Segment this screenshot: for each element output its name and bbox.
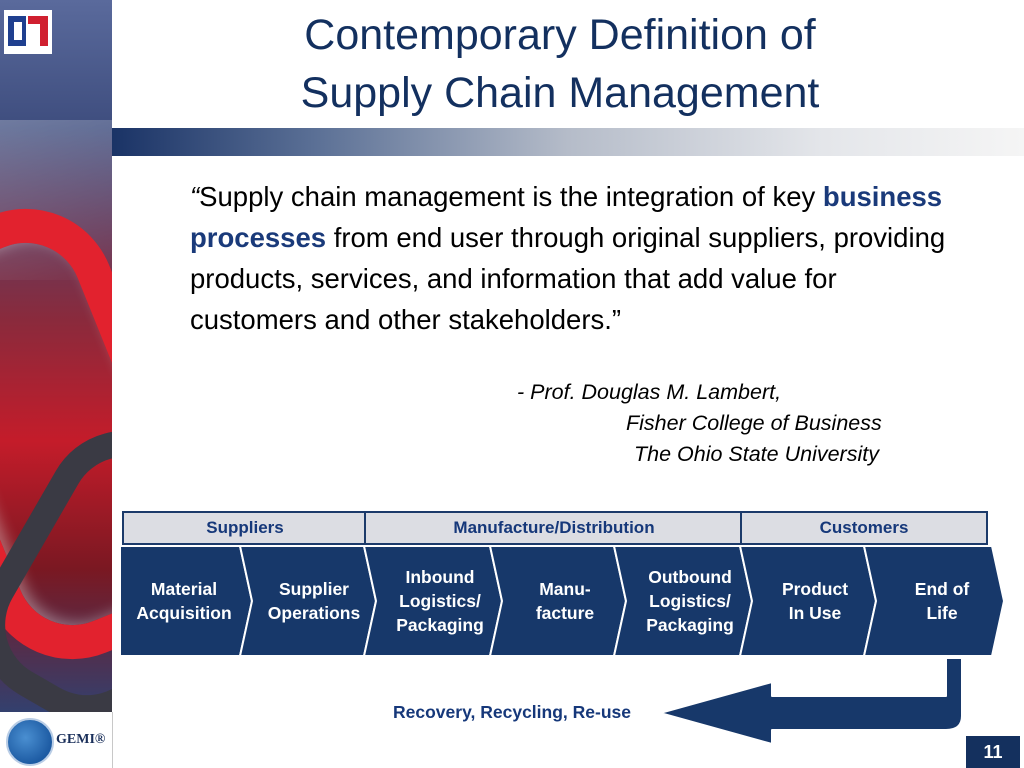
- stage-supplier-operations: Supplier Operations: [267, 579, 361, 623]
- diagram-header-row: Suppliers Manufacture/Distribution Custo…: [122, 511, 988, 545]
- stage-inbound-logistics: Inbound Logistics/ Packaging: [396, 567, 484, 635]
- gemi-globe-icon: [6, 718, 54, 766]
- stage-outbound-logistics: Outbound Logistics/ Packaging: [646, 567, 734, 635]
- title-line-2: Supply Chain Management: [300, 69, 820, 117]
- quote-text-part1: Supply chain management is the integrati…: [199, 181, 823, 212]
- decorative-chain-image: [0, 0, 112, 712]
- quote-open-mark: “: [190, 181, 200, 212]
- header-divider: [364, 513, 366, 543]
- header-suppliers: Suppliers: [206, 518, 284, 537]
- page-number: 11: [966, 736, 1020, 768]
- gemi-logo: GEMI®: [0, 712, 113, 768]
- header-divider: [740, 513, 742, 543]
- stage-manufacture: Manu- facture: [535, 579, 595, 623]
- attribution-author: - Prof. Douglas M. Lambert,: [517, 380, 782, 404]
- header-customers: Customers: [819, 518, 909, 537]
- stage-material-acquisition: Material Acquisition: [136, 579, 232, 623]
- definition-quote: “Supply chain management is the integrat…: [190, 176, 960, 340]
- attribution-college: Fisher College of Business: [626, 411, 882, 435]
- stage-end-of-life: End of Life: [914, 579, 970, 623]
- recovery-label: Recovery, Recycling, Re-use: [393, 702, 631, 722]
- chevron-end-of-life: [862, 545, 1006, 657]
- header-manufacture-distribution: Manufacture/Distribution: [453, 518, 655, 537]
- decorative-sheen: [0, 120, 112, 280]
- company-logo-icon: [4, 10, 52, 54]
- return-arrow-icon: [659, 657, 963, 745]
- slide-title: Contemporary Definition of Supply Chain …: [130, 6, 990, 122]
- gemi-logo-text: GEMI®: [56, 732, 106, 747]
- quote-highlight: business processes: [190, 181, 943, 253]
- title-underline-bar: [112, 128, 1024, 156]
- quote-text-part2: from end user through original suppliers…: [190, 222, 946, 335]
- stage-product-in-use: Product In Use: [781, 579, 849, 623]
- attribution-university: The Ohio State University: [634, 442, 879, 466]
- title-line-1: Contemporary Definition of: [304, 11, 816, 59]
